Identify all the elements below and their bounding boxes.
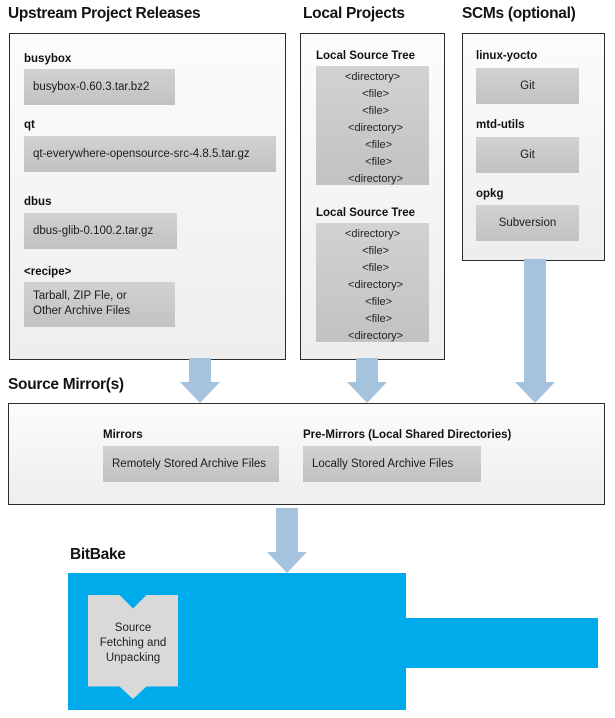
section-title-scms: SCMs (optional) [462, 5, 576, 22]
local-tree-line: <directory> [344, 228, 401, 240]
pre-mirrors-value: Locally Stored Archive Files [303, 446, 481, 482]
arrow-shaft [524, 259, 546, 382]
local-tree-line: <directory> [341, 173, 404, 185]
scm-value-mtd-utils: Git [476, 137, 579, 173]
arrow-down-icon-local-to-mirrors [347, 358, 387, 403]
upstream-value-qt: qt-everywhere-opensource-src-4.8.5.tar.g… [24, 136, 276, 172]
local-tree-line: <file> [352, 156, 393, 168]
scm-label-linux-yocto: linux-yocto [476, 50, 538, 62]
arrow-head [515, 382, 555, 403]
section-title-source-mirrors: Source Mirror(s) [8, 376, 124, 393]
mirrors-value: Remotely Stored Archive Files [103, 446, 279, 482]
scm-value-linux-yocto: Git [476, 68, 579, 104]
arrow-head [347, 382, 387, 403]
local-tree-line: <file> [355, 88, 390, 100]
source-fetching-and-unpacking-label: Source Fetching and Unpacking [99, 621, 167, 664]
arrow-down-icon-scms-to-mirrors [515, 259, 555, 403]
local-tree-line: <directory> [341, 330, 404, 342]
pre-mirrors-label: Pre-Mirrors (Local Shared Directories) [303, 429, 512, 441]
scm-label-mtd-utils: mtd-utils [476, 119, 525, 131]
arrow-head [180, 382, 220, 403]
source-fetching-and-unpacking-shape: Source Fetching and Unpacking [88, 595, 178, 699]
local-tree-label-1: Local Source Tree [316, 50, 416, 62]
upstream-label-busybox: busybox [24, 53, 72, 65]
local-tree-line: <file> [355, 105, 390, 117]
local-tree-line: <file> [352, 296, 393, 308]
local-tree-line: <directory> [344, 71, 401, 83]
upstream-value-dbus: dbus-glib-0.100.2.tar.gz [24, 213, 177, 249]
arrow-shaft [189, 358, 211, 382]
local-tree-line: <file> [352, 139, 393, 151]
upstream-value-recipe: Tarball, ZIP Fle, or Other Archive Files [24, 282, 175, 327]
upstream-label-qt: qt [24, 119, 35, 131]
local-tree-lines-1: <directory> <file> <file> <directory> <f… [316, 63, 429, 188]
local-tree-line: <file> [355, 245, 390, 257]
local-tree-lines-2: <directory> <file> <file> <directory> <f… [316, 220, 429, 345]
section-title-local-projects: Local Projects [303, 5, 405, 22]
arrow-down-icon-mirrors-to-bitbake [267, 508, 307, 573]
local-tree-line: <file> [355, 262, 390, 274]
arrow-down-icon-upstream-to-mirrors [180, 358, 220, 403]
upstream-label-recipe: <recipe> [24, 266, 72, 278]
upstream-label-dbus: dbus [24, 196, 52, 208]
local-tree-box-1: <directory> <file> <file> <directory> <f… [316, 66, 429, 185]
arrow-shaft [276, 508, 298, 552]
section-title-bitbake: BitBake [70, 546, 126, 563]
local-tree-line: <directory> [341, 122, 404, 134]
local-tree-label-2: Local Source Tree [316, 207, 416, 219]
scm-label-opkg: opkg [476, 188, 504, 200]
bitbake-block-extension [404, 618, 598, 668]
mirrors-label: Mirrors [103, 429, 143, 441]
arrow-head [267, 552, 307, 573]
scm-value-opkg: Subversion [476, 205, 579, 241]
local-tree-line: <file> [352, 313, 393, 325]
local-tree-box-2: <directory> <file> <file> <directory> <f… [316, 223, 429, 342]
local-tree-line: <directory> [341, 279, 404, 291]
arrow-shaft [356, 358, 378, 382]
upstream-value-busybox: busybox-0.60.3.tar.bz2 [24, 69, 175, 105]
section-title-upstream: Upstream Project Releases [8, 5, 201, 22]
